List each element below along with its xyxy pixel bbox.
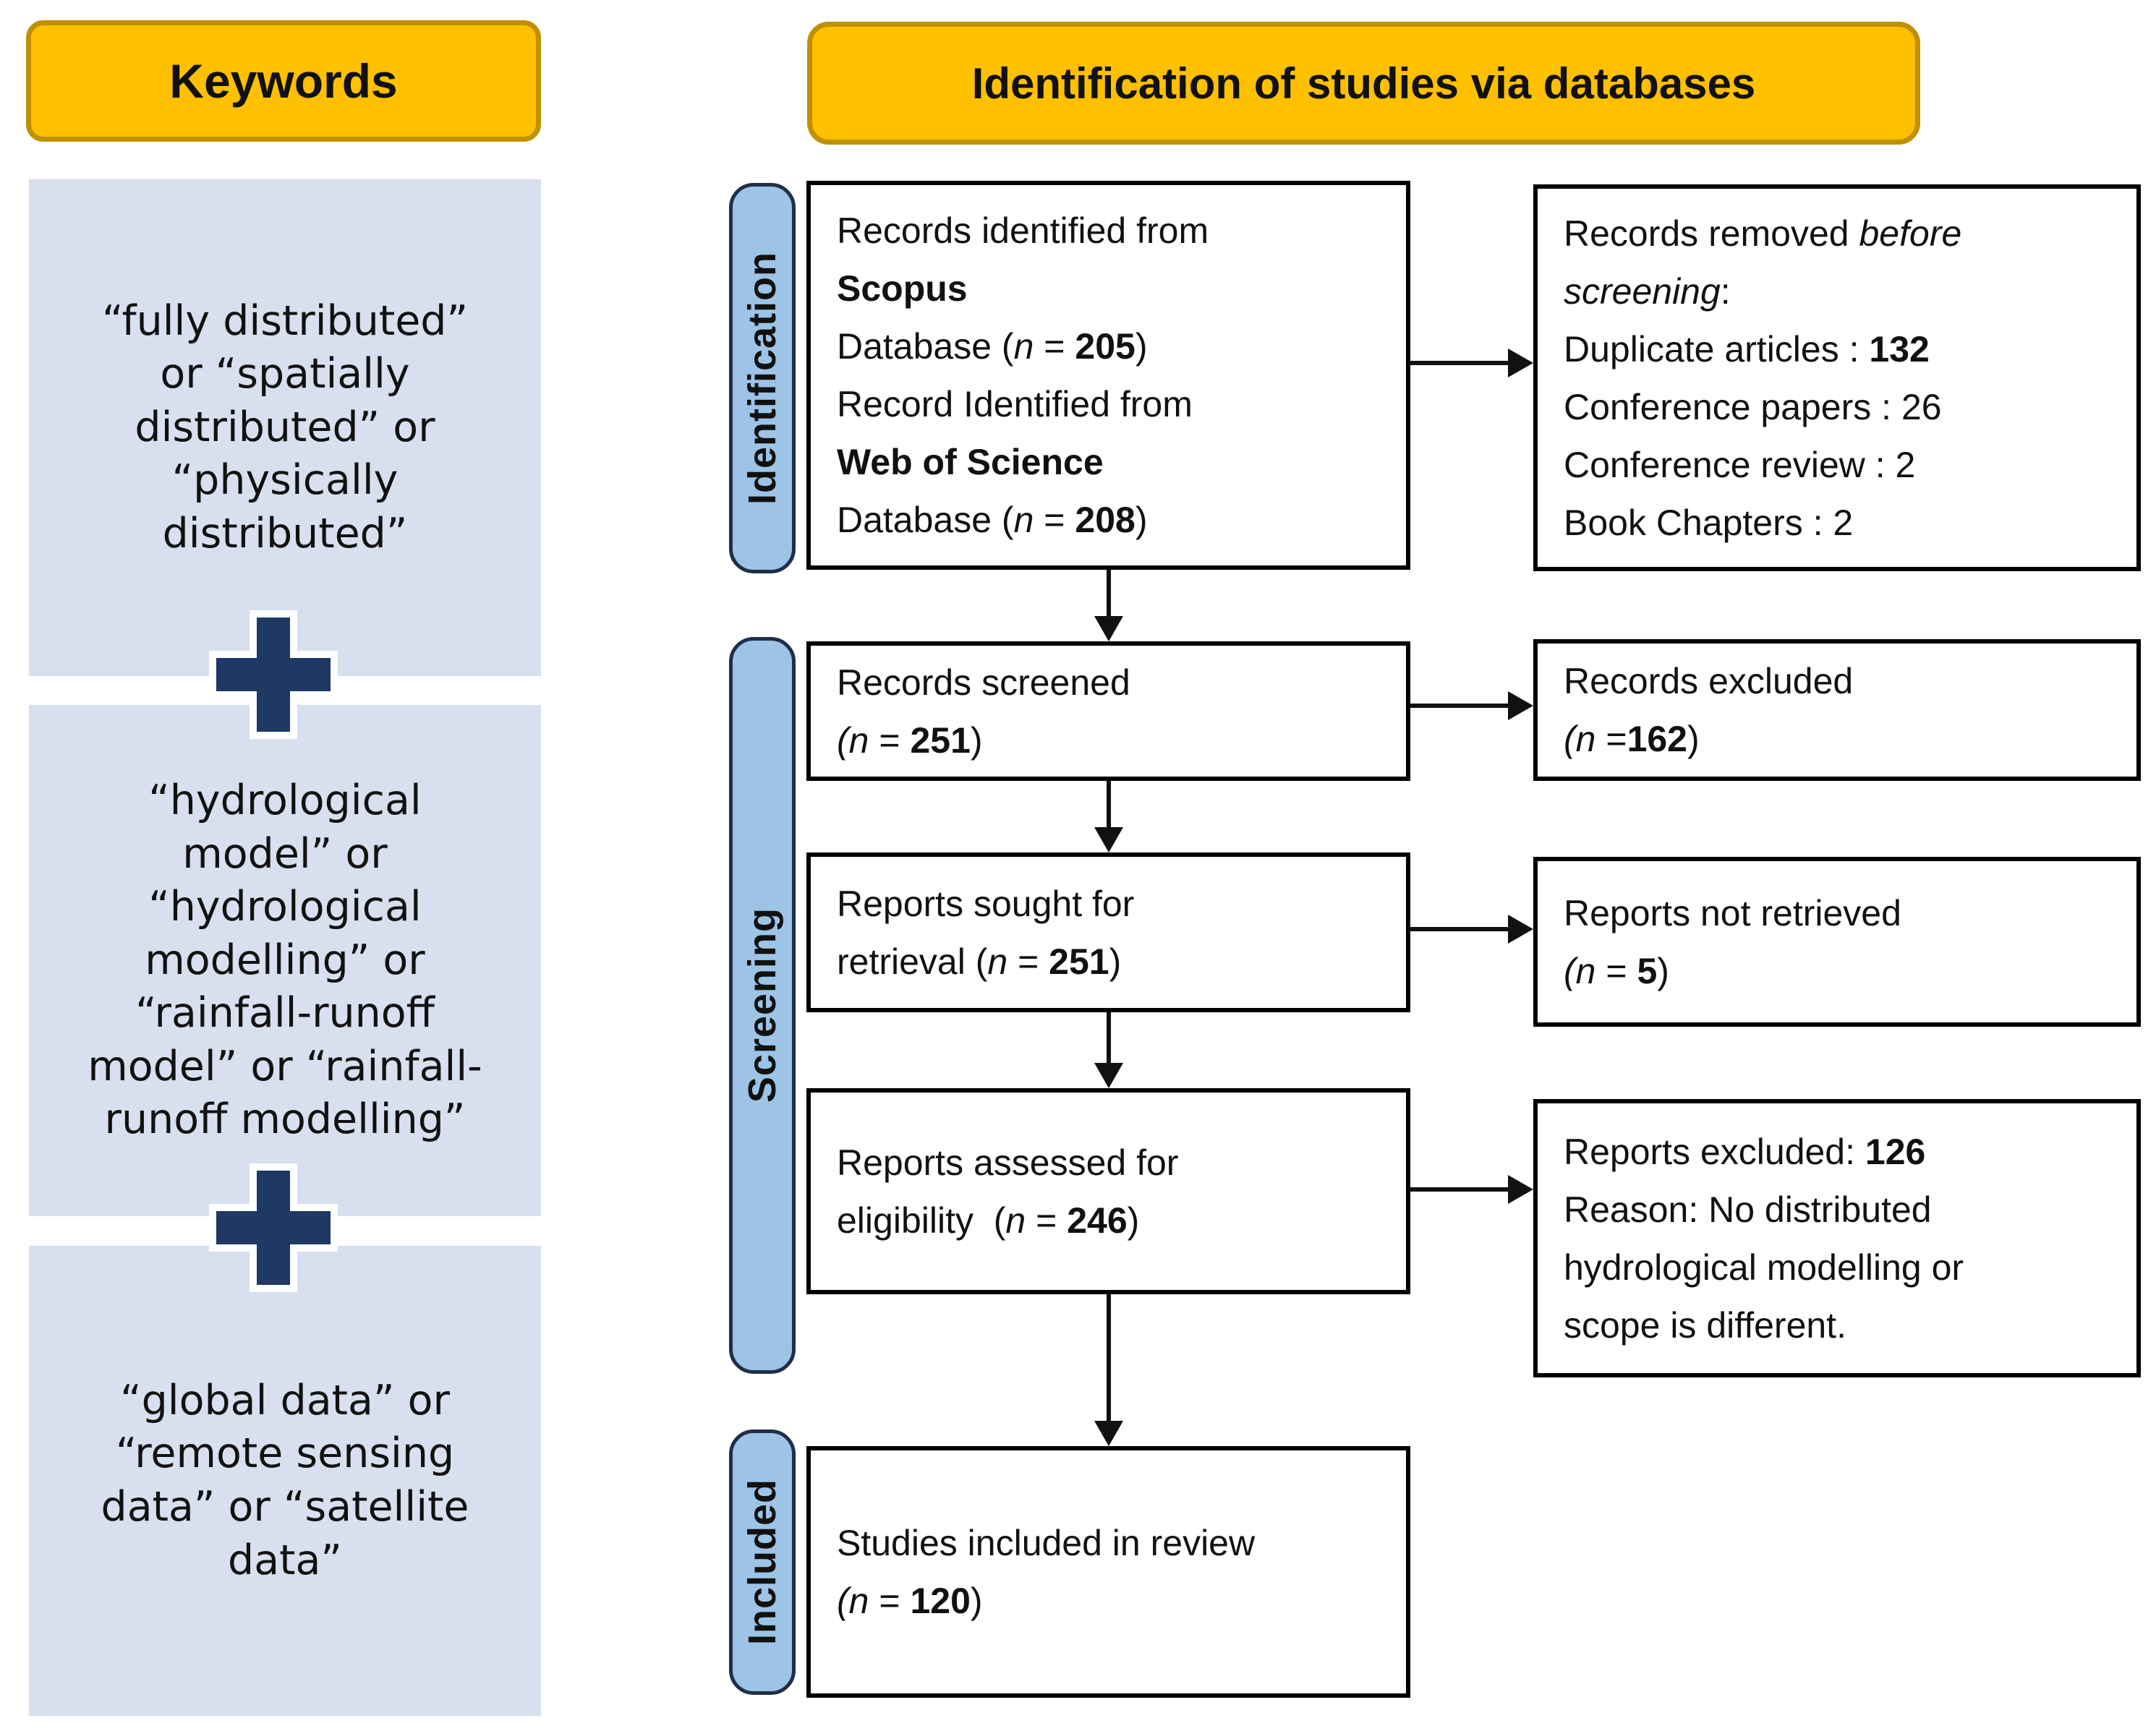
stage-label-identification: Identification <box>729 183 796 573</box>
right-arrowhead-icon <box>1508 1175 1533 1204</box>
right-arrowhead-icon <box>1508 915 1533 944</box>
text-line: data” <box>228 1536 342 1584</box>
right-arrowhead-icon <box>1508 349 1533 377</box>
plus-icon <box>209 610 338 739</box>
text-line: Web of Science <box>837 442 1104 482</box>
stage-label-text: Included <box>741 1479 784 1646</box>
text-line: screening: <box>1564 270 1731 312</box>
keywords-header: Keywords <box>26 20 541 142</box>
flow-box-reports-not-retrieved: Reports not retrieved (n = 5) <box>1533 857 2141 1027</box>
text-line: Conference review : 2 <box>1564 444 1916 485</box>
right-arrow-connector <box>1410 361 1508 365</box>
text-line: Reason: No distributed <box>1564 1189 1932 1230</box>
text-line: distributed” <box>162 509 408 557</box>
right-arrow-connector <box>1410 927 1508 931</box>
text-line: Studies included in review <box>837 1523 1256 1563</box>
text-line: Records identified from <box>837 210 1209 251</box>
down-arrowhead-icon <box>1094 1421 1123 1446</box>
text-line: “hydrological <box>148 777 422 825</box>
text-line: “global data” or <box>120 1376 450 1424</box>
text-line: Database (n = 205) <box>837 326 1148 367</box>
text-line: scope is different. <box>1564 1304 1846 1346</box>
down-arrowhead-icon <box>1094 616 1123 641</box>
text-line: (n =162) <box>1564 719 1700 759</box>
text-line: eligibility (n = 246) <box>837 1200 1140 1241</box>
text-line: or “spatially <box>160 350 410 398</box>
plus-icon <box>209 1163 338 1292</box>
flow-box-reports-sought: Reports sought for retrieval (n = 251) <box>806 852 1410 1012</box>
text-line: modelling” or <box>145 936 425 984</box>
text-line: “physically <box>171 456 399 505</box>
text-line: Conference papers : 26 <box>1564 386 1942 427</box>
down-arrowhead-icon <box>1094 1063 1123 1088</box>
keyword-box-global-data: “global data” or “remote sensing data” or … <box>29 1246 541 1716</box>
text-line: Database (n = 208) <box>837 500 1148 540</box>
text-line: Reports sought for <box>837 883 1135 924</box>
right-arrowhead-icon <box>1508 691 1533 720</box>
text-line: (n = 120) <box>837 1581 983 1621</box>
text-line: hydrological modelling or <box>1564 1247 1964 1288</box>
flow-box-reports-assessed: Reports assessed for eligibility (n = 246… <box>806 1088 1410 1294</box>
stage-label-included: Included <box>729 1429 796 1695</box>
text-line: Duplicate articles : 132 <box>1564 328 1930 369</box>
stage-label-text: Identification <box>741 252 784 505</box>
plus-icon-bar <box>216 658 331 691</box>
text-line: Record Identified from <box>837 384 1193 424</box>
plus-icon-bar <box>216 1211 331 1244</box>
text-line: runoff modelling” <box>104 1095 466 1144</box>
flow-box-records-screened: Records screened (n = 251) <box>806 641 1410 781</box>
text-line: Records removed before <box>1564 213 1962 254</box>
text-line: Scopus <box>837 268 968 309</box>
right-arrow-connector <box>1410 704 1508 708</box>
text-line: (n = 5) <box>1564 950 1669 991</box>
text-line: Reports excluded: 126 <box>1564 1131 1926 1172</box>
text-line: distributed” or <box>135 403 435 451</box>
down-arrow-connector <box>1107 781 1111 827</box>
text-line: Book Chapters : 2 <box>1564 502 1854 543</box>
down-arrowhead-icon <box>1094 827 1123 852</box>
text-line: “fully distributed” <box>102 296 468 345</box>
keyword-box-distributed: “fully distributed” or “spatially distribu… <box>29 179 541 676</box>
text-line: Records excluded <box>1564 661 1854 701</box>
text-line: Reports assessed for <box>837 1142 1179 1183</box>
down-arrow-connector <box>1107 1012 1111 1063</box>
text-line: model” or <box>182 829 388 878</box>
right-arrow-connector <box>1410 1187 1508 1192</box>
flow-box-records-excluded: Records excluded (n =162) <box>1533 639 2141 781</box>
text-line: data” or “satellite <box>101 1483 469 1531</box>
down-arrow-connector <box>1107 570 1111 616</box>
keywords-header-label: Keywords <box>169 54 398 108</box>
text-line: retrieval (n = 251) <box>837 941 1122 982</box>
stage-label-text: Screening <box>741 907 784 1103</box>
flow-header-label: Identification of studies via databases <box>971 59 1756 108</box>
flow-header: Identification of studies via databases <box>807 22 1920 145</box>
text-line: Records screened <box>837 662 1130 703</box>
text-line: “remote sensing <box>115 1429 455 1478</box>
down-arrow-connector <box>1107 1294 1111 1421</box>
stage-label-screening: Screening <box>729 637 796 1374</box>
text-line: “rainfall-runoff <box>135 989 435 1038</box>
text-line: “hydrological <box>148 883 422 931</box>
flow-box-studies-included: Studies included in review (n = 120) <box>806 1446 1410 1698</box>
flow-box-records-removed-before-screening: Records removed before screening: Duplicat… <box>1533 184 2141 571</box>
text-line: model” or “rainfall- <box>88 1042 482 1090</box>
text-line: (n = 251) <box>837 719 983 761</box>
text-line: Reports not retrieved <box>1564 892 1901 933</box>
